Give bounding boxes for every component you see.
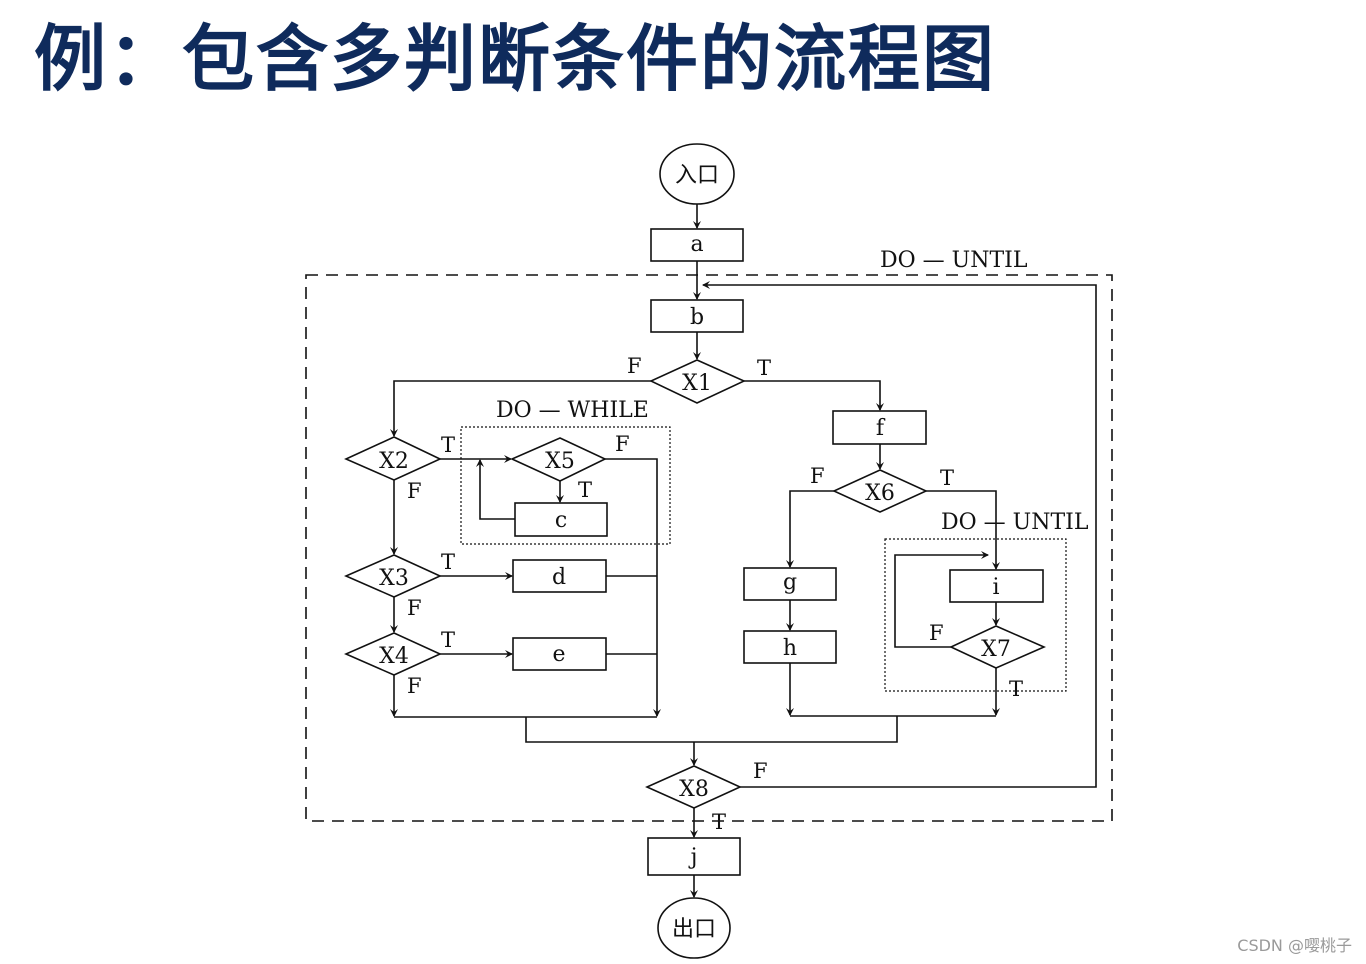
- node-i-label: i: [992, 575, 999, 600]
- x1-false-label: F: [627, 354, 642, 378]
- x6-label: X6: [865, 481, 895, 506]
- node-f-label: f: [876, 416, 886, 441]
- x6-false-label: F: [810, 464, 825, 488]
- node-d-label: d: [552, 565, 566, 590]
- edge-x1-f: [744, 380, 884, 411]
- x6-true-label: T: [940, 466, 954, 490]
- outer-loop-box: [305, 274, 1113, 822]
- inner-until-box: [884, 538, 1067, 692]
- x2-false-label: F: [407, 479, 422, 503]
- join-line: [525, 716, 898, 743]
- x2-true-label: T: [441, 433, 455, 457]
- x4-label: X4: [379, 644, 409, 669]
- x8-label: X8: [679, 777, 709, 802]
- page-title: 例：包含多判断条件的流程图: [34, 17, 997, 101]
- outer-loop-label: DO — UNTIL: [880, 248, 1028, 273]
- x3-label: X3: [379, 566, 409, 591]
- x7-label: X7: [981, 637, 1011, 662]
- x3-true-label: T: [441, 550, 455, 574]
- node-b-label: b: [690, 305, 704, 330]
- inner-until-label: DO — UNTIL: [941, 510, 1089, 535]
- node-j-label: j: [688, 845, 698, 870]
- do-while-box: [460, 426, 671, 545]
- x2-label: X2: [379, 449, 409, 474]
- decision-x6: [832, 469, 928, 513]
- entry-label: 入口: [675, 163, 719, 188]
- exit-node: [657, 897, 731, 959]
- edge-x5-merge: [605, 458, 661, 717]
- node-e-label: e: [552, 642, 565, 667]
- node-h-label: h: [783, 636, 797, 661]
- node-a-label: a: [690, 232, 703, 257]
- edge-x8-loop: [702, 281, 1097, 788]
- edge-x1-x2: [390, 380, 651, 437]
- watermark: CSDN @嘤桃子: [1237, 936, 1352, 955]
- x7-true-label: T: [1009, 677, 1023, 701]
- edge-x6-g: [786, 490, 834, 568]
- exit-label: 出口: [672, 917, 716, 942]
- x3-false-label: F: [407, 596, 422, 620]
- x8-true-label: T: [712, 810, 726, 834]
- x5-label: X5: [545, 449, 575, 474]
- x7-false-label: F: [929, 621, 944, 645]
- x1-label: X1: [682, 371, 712, 396]
- edge-x7-loop: [894, 551, 989, 648]
- x8-false-label: F: [753, 759, 768, 783]
- node-g-label: g: [783, 570, 797, 595]
- x1-true-label: T: [757, 356, 771, 380]
- x5-false-label: F: [615, 432, 630, 456]
- decision-x1: [649, 359, 746, 404]
- x4-true-label: T: [441, 628, 455, 652]
- x4-false-label: F: [407, 674, 422, 698]
- x5-true-label: T: [578, 478, 592, 502]
- node-c-label: c: [555, 508, 567, 533]
- do-while-label: DO — WHILE: [496, 398, 649, 423]
- edge-x6-i: [926, 490, 1000, 570]
- edge-c-loop: [476, 459, 515, 520]
